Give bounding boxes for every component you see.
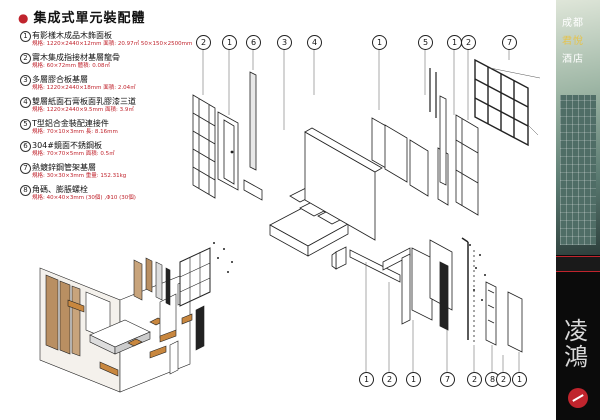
callout-marker: 2 [382,372,397,387]
callout-marker: 7 [502,35,517,50]
gypsum-wall-panel [304,127,383,241]
callout-marker: 2 [196,35,211,50]
steel-frame-grid [474,58,541,147]
legend-title: 多層膠合板基層 [32,75,88,84]
sidebar-brand: 君悅 [562,36,584,47]
legend-number: 1 [20,31,31,42]
callout-marker: 2 [461,35,476,50]
callout-marker: 3 [277,35,292,50]
legend-title: 雙層紙面石膏板面乳膠漆三道 [32,97,136,106]
legend-spec: 規格: 60×72mm 體積: 0.08㎥ [32,63,111,69]
legend-number: 7 [20,163,31,174]
bed-assembly [243,179,349,270]
legend-title: 實木集成指接材基層龍骨 [32,53,120,62]
legend-number: 5 [20,119,31,130]
legend-title: T型鋁合金裝配連接件 [32,119,109,128]
legend-number: 4 [20,97,31,108]
legend-spec: 規格: 1220×2440×18mm 面積: 2.04㎡ [32,85,136,91]
sidebar-banner: 成都 君悅 酒店 [556,0,600,255]
callout-marker: 2 [496,372,511,387]
wood-door-panel [217,111,239,191]
callout-marker: 1 [372,35,387,50]
callout-marker: 1 [406,372,421,387]
assembled-room-overview [39,247,211,393]
legend-spec: 規格: 70×70×5mm 面積: 0.5㎡ [32,151,115,157]
right-panels [371,68,479,216]
top-leader-lines [202,48,510,130]
callout-marker: 1 [512,372,527,387]
legend-number: 6 [20,141,31,152]
callout-marker: 6 [246,35,261,50]
company-logo: 凌鴻 [564,317,588,371]
legend-spec: 規格: 1220×2440×12mm 面積: 20.97㎡ 50×150×250… [32,41,193,47]
page-title: ●集成式單元裝配體 [18,7,146,26]
lower-right-parts [349,237,523,353]
sidebar-hotel: 酒店 [562,54,584,65]
legend-number: 8 [20,185,31,196]
sidebar: 成都 君悅 酒店 凌鴻 [556,0,600,420]
legend-title: 304#鏡面不銹鋼板 [32,141,102,150]
callout-marker: 1 [447,35,462,50]
sidebar-divider [556,256,600,272]
legend-spec: 規格: 40×40×3mm (30個) ,Φ10 (30個) [32,195,136,201]
legend-number: 3 [20,75,31,86]
callout-marker: 7 [440,372,455,387]
legend-spec: 規格: 1220×2440×9.5mm 面積: 3.9㎡ [32,107,134,113]
wood-frame-grid [192,94,216,199]
legend-title: 角碼、膨脹螺栓 [32,185,88,194]
callout-marker: 2 [467,372,482,387]
callout-marker: 4 [307,35,322,50]
building-photo [560,95,596,245]
sidebar-city: 成都 [562,18,584,29]
legend-spec: 規格: 70×10×3mm 長: 8.16mm [32,129,118,135]
stainless-steel-strip [249,71,257,171]
legend-number: 2 [20,53,31,64]
bullet-icon: ● [18,11,30,25]
title-text: 集成式單元裝配體 [33,11,146,26]
legend-spec: 規格: 30×30×3mm 重量: 152.31kg [32,173,127,179]
callout-marker: 1 [222,35,237,50]
emblem-icon [568,388,588,408]
legend-title: 熱鍍鋅鋼管架基層 [32,163,96,172]
callout-marker: 1 [359,372,374,387]
bottom-leader-lines [365,262,520,372]
legend-title: 有影樣木成品木飾面板 [32,31,112,40]
callout-marker: 5 [418,35,433,50]
